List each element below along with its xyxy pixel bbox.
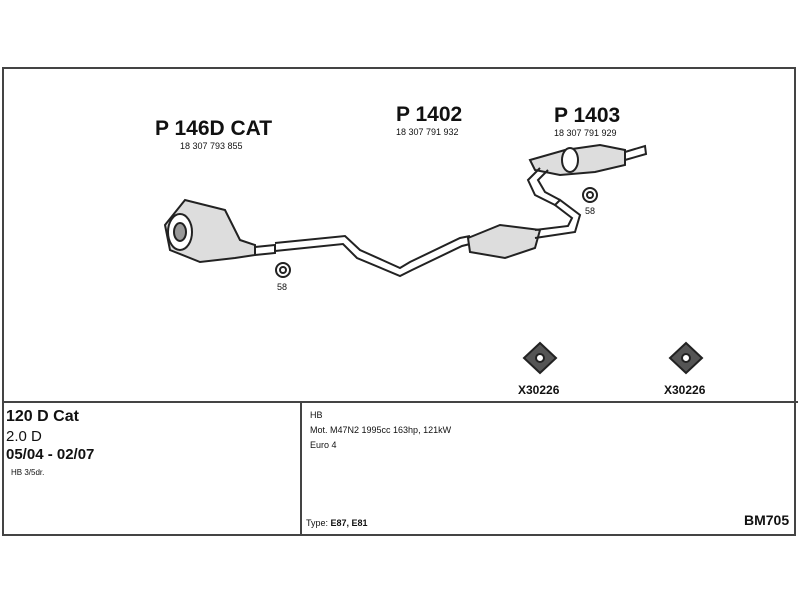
clamp-drawing bbox=[582, 187, 598, 203]
vehicle-engine: 2.0 D bbox=[6, 428, 42, 445]
clamp-drawing bbox=[275, 262, 291, 278]
part-number: P 146D CAT bbox=[155, 117, 273, 140]
mount-label: X30226 bbox=[518, 383, 560, 397]
middle-muffler-drawing bbox=[466, 198, 582, 260]
oem-number: 18 307 791 932 bbox=[396, 127, 459, 137]
part-number: P 1403 bbox=[554, 104, 621, 127]
exhaust-diagram bbox=[163, 143, 704, 375]
diagram-code: BM705 bbox=[744, 512, 790, 528]
part-number: P 1402 bbox=[396, 103, 463, 126]
type-label: Type: bbox=[306, 518, 329, 528]
vehicle-model: 120 D Cat bbox=[6, 408, 79, 425]
type-value: E87, E81 bbox=[330, 518, 368, 528]
vehicle-years: 05/04 - 02/07 bbox=[6, 446, 95, 463]
pipe-drawing bbox=[274, 234, 471, 270]
detail-motor: Mot. M47N2 1995cc 163hp, 121kW bbox=[310, 425, 452, 435]
detail-body: HB bbox=[310, 410, 323, 420]
divider bbox=[2, 401, 798, 403]
diagram-frame bbox=[2, 67, 796, 536]
divider bbox=[300, 401, 302, 536]
mount-drawing bbox=[668, 341, 704, 375]
vehicle-body: HB 3/5dr. bbox=[11, 468, 45, 477]
mount-drawing bbox=[522, 341, 558, 375]
oem-number: 18 307 791 929 bbox=[554, 128, 617, 138]
rear-muffler-drawing bbox=[526, 143, 648, 206]
mount-label: X30226 bbox=[664, 383, 706, 397]
clamp-label: 58 bbox=[585, 206, 596, 216]
detail-emission: Euro 4 bbox=[310, 440, 337, 450]
oem-number: 18 307 793 855 bbox=[180, 141, 243, 151]
clamp-label: 58 bbox=[277, 282, 288, 292]
type-row: Type: E87, E81 bbox=[306, 518, 368, 528]
catalytic-converter-drawing bbox=[163, 198, 276, 264]
